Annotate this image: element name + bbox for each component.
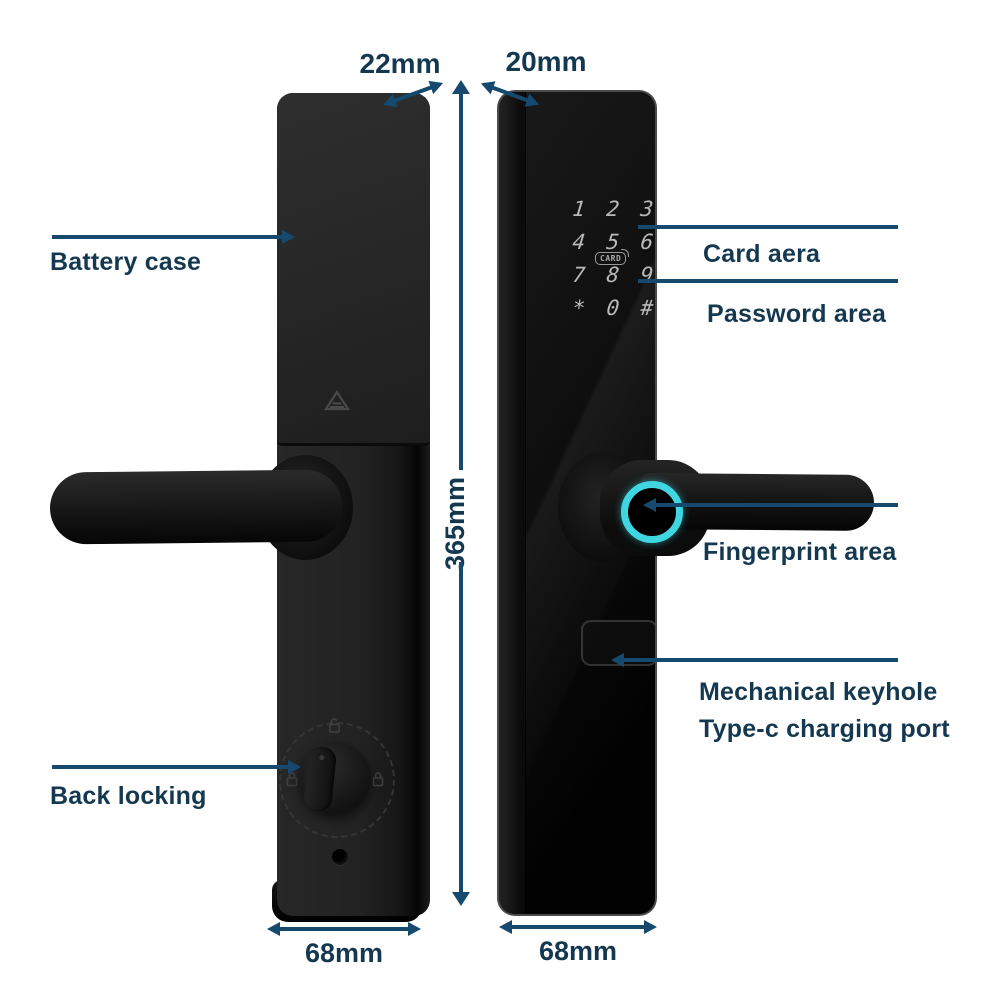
back-lock-body [277, 93, 430, 916]
slide-open-triangle-icon [323, 389, 351, 417]
fingerprint-area-label: Fingerprint area [703, 538, 897, 566]
knob-dial-markings [279, 722, 395, 838]
back-thickness-dim-label: 22mm [359, 48, 441, 79]
back-width-dim-label: 68mm [304, 938, 384, 968]
height-dim-line-bottom [452, 562, 470, 906]
keypad-key-9: 9 [639, 262, 655, 287]
mechanical-keyhole-label: Mechanical keyhole [699, 678, 938, 706]
height-dim-label: 365mm [440, 476, 470, 570]
arrowhead-icon [611, 653, 624, 667]
keypad-key-3: 3 [639, 196, 655, 221]
arrowhead-icon [288, 760, 301, 774]
arrowhead-icon [478, 76, 496, 95]
battery-cover [277, 93, 430, 446]
fingerprint-sensor-ring [621, 481, 683, 543]
battery-case-callout-line [52, 230, 295, 244]
arrowhead-icon [282, 230, 295, 244]
arrowhead-icon [452, 892, 470, 906]
screw-hole [332, 849, 348, 865]
front-lock-body: 1 2 3 4 5 6 7 8 9 * 0 # CARD [497, 90, 657, 916]
keyhole-callout-line [611, 653, 898, 667]
lock-left-icon [285, 771, 299, 792]
back-locking-label: Back locking [50, 782, 207, 810]
lock-right-icon [371, 771, 385, 792]
keypad-key-1: 1 [571, 196, 587, 221]
arrowhead-icon [643, 498, 656, 512]
arrowhead-icon [408, 922, 421, 936]
front-width-dim-arrow [499, 920, 657, 934]
arrowhead-icon [452, 80, 470, 94]
card-area-label: Card aera [703, 240, 821, 268]
password-area-callout-line [638, 279, 898, 283]
back-width-dim-arrow [267, 922, 421, 936]
front-width-dim-label: 68mm [538, 936, 618, 966]
card-area-callout-line [638, 225, 898, 229]
keypad-key-hash: # [639, 295, 655, 320]
arrowhead-icon [499, 920, 512, 934]
fingerprint-callout-line [643, 498, 898, 512]
battery-case-label: Battery case [50, 248, 202, 276]
type-c-charging-port-label: Type-c charging port [699, 715, 950, 743]
keypad-key-7: 7 [571, 262, 587, 287]
knob-thumbturn [302, 745, 338, 813]
back-door-handle [49, 469, 343, 545]
thumbturn-dot [319, 754, 325, 761]
keypad-key-2: 2 [605, 196, 621, 221]
keypad-key-star: * [571, 295, 587, 320]
front-thickness-dim-label: 20mm [505, 46, 587, 77]
password-area-label: Password area [707, 300, 887, 328]
keypad-key-6: 6 [639, 229, 655, 254]
keypad-key-0: 0 [605, 295, 621, 320]
front-lock-side-edge [499, 92, 526, 914]
height-dim-line-top [452, 80, 470, 470]
arrowhead-icon [644, 920, 657, 934]
back-locking-callout-line [52, 760, 301, 774]
card-swipe-badge: CARD [595, 249, 630, 265]
unlock-icon [326, 717, 342, 738]
arrowhead-icon [267, 922, 280, 936]
front-lock-face: 1 2 3 4 5 6 7 8 9 * 0 # CARD [526, 92, 655, 914]
keypad-key-4: 4 [571, 229, 587, 254]
back-locking-knob [299, 742, 371, 814]
